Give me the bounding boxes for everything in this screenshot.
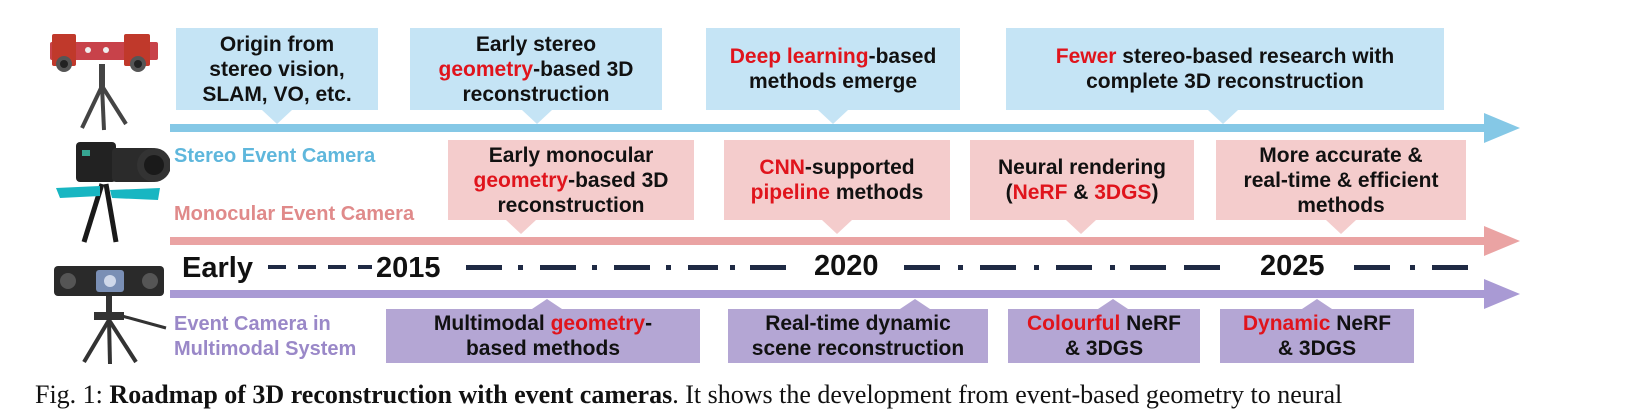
box-text: & — [1067, 181, 1095, 204]
monocular-event-camera-icon — [56, 142, 170, 243]
monocular-row-label: Monocular Event Camera — [174, 203, 415, 225]
box-text: based methods — [465, 337, 621, 360]
highlight-text: Deep learning — [729, 45, 869, 68]
timeline-dashes — [268, 265, 1468, 270]
timeline-year-2015: 2015 — [376, 252, 441, 284]
stereo-box-early-geometry: Early stereo geometry-based 3D reconstru… — [410, 28, 662, 110]
box-text: NeRF — [1330, 312, 1392, 335]
timeline-year-2020: 2020 — [814, 250, 879, 282]
box-text: Real-time dynamic — [765, 312, 951, 335]
monocular-box-early-geometry: Early monocular geometry-based 3D recons… — [448, 140, 694, 220]
box-text: -based — [868, 45, 937, 68]
multimodal-box-dynamic-nerf: Dynamic NeRF & 3DGS — [1220, 309, 1414, 363]
multimodal-box-colourful-nerf: Colourful NeRF & 3DGS — [1008, 309, 1200, 363]
multimodal-box-geometry: Multimodal geometry- based methods — [386, 309, 700, 363]
monocular-arrow — [170, 226, 1520, 256]
box-text: & 3DGS — [1064, 337, 1144, 360]
box-text: Early stereo — [475, 32, 597, 56]
box-text: reconstruction — [497, 193, 645, 217]
figure-caption: Fig. 1: Roadmap of 3D reconstruction wit… — [35, 380, 1342, 410]
box-text: Neural rendering — [997, 156, 1167, 179]
monocular-box-pointers — [506, 220, 1356, 234]
stereo-row-label: Stereo Event Camera — [174, 145, 376, 167]
multimodal-arrow — [170, 279, 1520, 309]
box-text: methods — [830, 181, 924, 204]
box-text: ) — [1151, 181, 1159, 204]
box-text: reconstruction — [462, 82, 610, 106]
monocular-box-accurate-realtime: More accurate & real-time & efficient me… — [1216, 140, 1466, 220]
box-text: SLAM, VO, etc. — [202, 82, 352, 106]
box-text: methods — [1297, 193, 1385, 217]
box-text: -based 3D — [533, 57, 634, 81]
box-text: real-time & efficient — [1243, 168, 1439, 192]
box-text: scene reconstruction — [751, 337, 965, 360]
caption-prefix: Fig. 1: — [35, 380, 110, 409]
multimodal-row-label-line2: Multimodal System — [174, 338, 357, 360]
timeline-year-2025: 2025 — [1260, 250, 1325, 282]
box-text: methods emerge — [748, 70, 918, 93]
multimodal-row-label-line1: Event Camera in — [174, 313, 331, 335]
box-text: ( — [1005, 181, 1013, 204]
multimodal-box-dynamic-scene: Real-time dynamic scene reconstruction — [728, 309, 988, 363]
multimodal-camera-rig-icon — [54, 266, 167, 365]
box-text: stereo-based research with — [1116, 45, 1395, 68]
box-text: -supported — [804, 156, 915, 179]
box-text: Origin from — [219, 32, 335, 56]
box-text: -based 3D — [568, 168, 669, 192]
caption-title: Roadmap of 3D reconstruction with event … — [109, 380, 673, 409]
box-text: NeRF — [1120, 312, 1181, 335]
box-text: stereo vision, — [209, 57, 345, 81]
caption-rest: . It shows the development from event-ba… — [672, 380, 1343, 409]
highlight-text: Colourful — [1027, 312, 1121, 335]
stereo-box-fewer-research: Fewer stereo-based research with complet… — [1006, 28, 1444, 110]
box-text: - — [645, 312, 653, 335]
stereo-arrow — [170, 113, 1520, 143]
box-text: & 3DGS — [1277, 337, 1357, 360]
box-text: Multimodal — [433, 312, 551, 335]
highlight-text: CNN — [759, 156, 805, 179]
box-text: complete 3D reconstruction — [1086, 70, 1364, 93]
stereo-box-origin: Origin from stereo vision, SLAM, VO, etc… — [176, 28, 378, 110]
timeline-early-label: Early — [182, 252, 253, 284]
highlight-text: geometry — [438, 57, 534, 81]
box-text: Early monocular — [488, 143, 654, 167]
highlight-text: Fewer — [1055, 45, 1117, 68]
stereo-box-deep-learning: Deep learning-based methods emerge — [706, 28, 960, 110]
highlight-text: geometry — [473, 168, 569, 192]
highlight-text: pipeline — [750, 181, 830, 204]
monocular-box-neural-rendering: Neural rendering (NeRF & 3DGS) — [970, 140, 1194, 220]
stereo-event-camera-icon — [50, 34, 158, 131]
monocular-box-cnn-pipeline: CNN-supported pipeline methods — [724, 140, 950, 220]
highlight-text: Dynamic — [1242, 312, 1331, 335]
multimodal-box-pointers — [532, 299, 1332, 309]
highlight-text: 3DGS — [1094, 181, 1152, 204]
highlight-text: geometry — [550, 312, 646, 335]
highlight-text: NeRF — [1012, 181, 1068, 204]
stereo-box-pointers — [262, 110, 1238, 124]
box-text: More accurate & — [1259, 143, 1423, 167]
